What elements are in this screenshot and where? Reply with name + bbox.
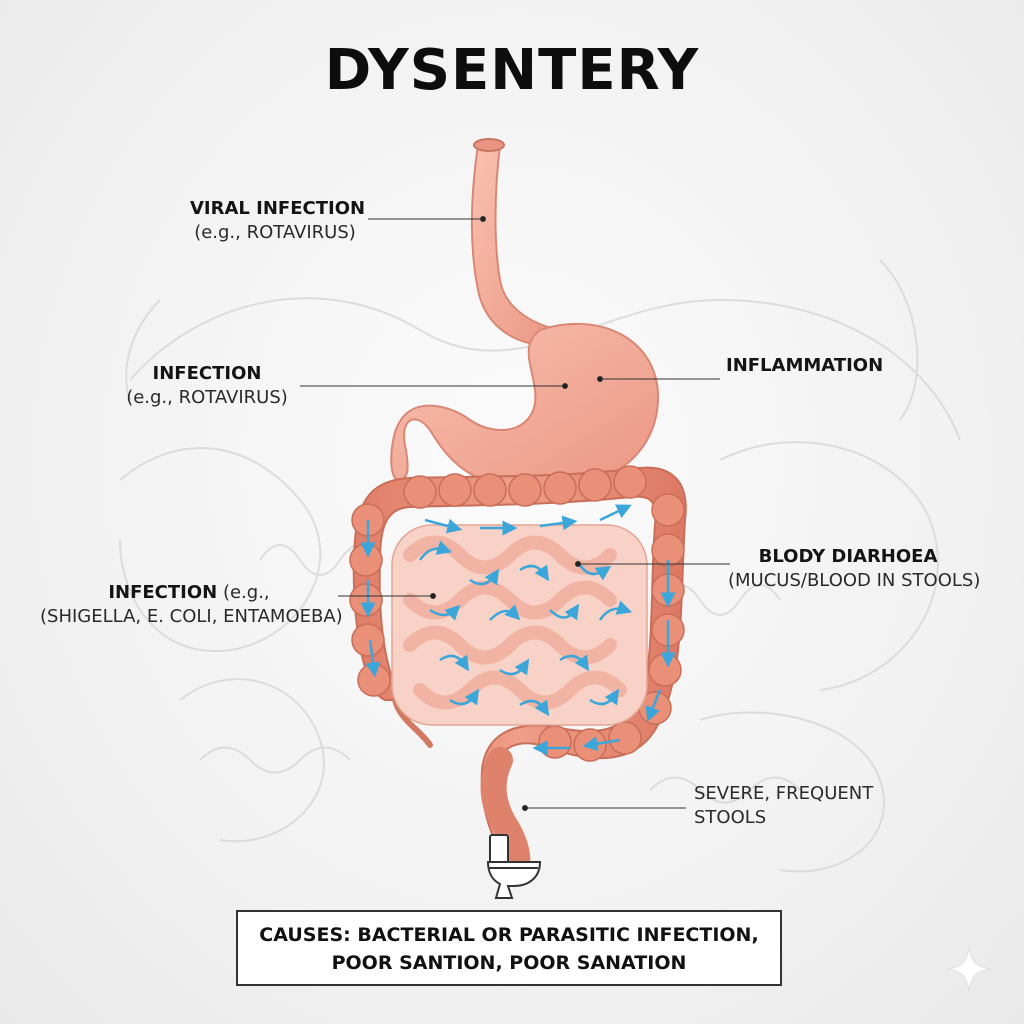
label-viral-infection: VIRAL INFECTION (e.g., ROTAVIRUS) — [190, 197, 366, 245]
causes-line1: CAUSES: BACTERIAL OR PARASITIC INFECTION… — [259, 924, 759, 946]
label-infection-intestine-sub: (SHIGELLA, E. COLI, ENTAMOEBA) — [40, 606, 343, 627]
causes-box: CAUSES: BACTERIAL OR PARASITIC INFECTION… — [236, 910, 782, 986]
label-bloody-diarrhoea-sub: (MUCUS/BLOOD IN STOOLS) — [728, 570, 981, 591]
stomach — [390, 322, 660, 492]
flow-arrows — [360, 504, 676, 756]
label-inflammation-main: INFLAMMATION — [726, 355, 884, 376]
label-severe-stools: SEVERE, FREQUENT STOOLS — [694, 782, 873, 830]
label-viral-infection-sub: (e.g., ROTAVIRUS) — [194, 222, 356, 243]
label-infection-stomach-sub: (e.g., ROTAVIRUS) — [126, 387, 288, 408]
label-viral-infection-main: VIRAL INFECTION — [190, 198, 366, 219]
label-infection-intestine-main: INFECTION — [108, 582, 218, 603]
label-infection-intestine: INFECTION (e.g., (SHIGELLA, E. COLI, ENT… — [40, 581, 343, 629]
label-inflammation: INFLAMMATION — [726, 354, 883, 378]
label-infection-stomach: INFECTION (e.g., ROTAVIRUS) — [112, 362, 302, 410]
sparkle-icon — [946, 946, 992, 992]
label-infection-stomach-main: INFECTION — [152, 363, 262, 384]
label-severe-stools-line1: SEVERE, FREQUENT — [694, 783, 874, 804]
label-bloody-diarrhoea: BLODY DIARHOEA (MUCUS/BLOOD IN STOOLS) — [728, 545, 981, 593]
rectum — [480, 747, 531, 883]
leader-lines — [300, 216, 730, 811]
label-bloody-diarrhoea-main: BLODY DIARHOEA — [758, 546, 938, 567]
toilet-icon — [486, 834, 542, 899]
page-title: DYSENTERY — [324, 38, 700, 103]
esophagus-opening — [473, 138, 505, 152]
label-severe-stools-line2: STOOLS — [694, 807, 767, 828]
label-infection-intestine-suffix: (e.g., — [217, 582, 270, 603]
esophagus — [471, 144, 563, 347]
causes-line2: POOR SANTION, POOR SANATION — [331, 952, 687, 974]
